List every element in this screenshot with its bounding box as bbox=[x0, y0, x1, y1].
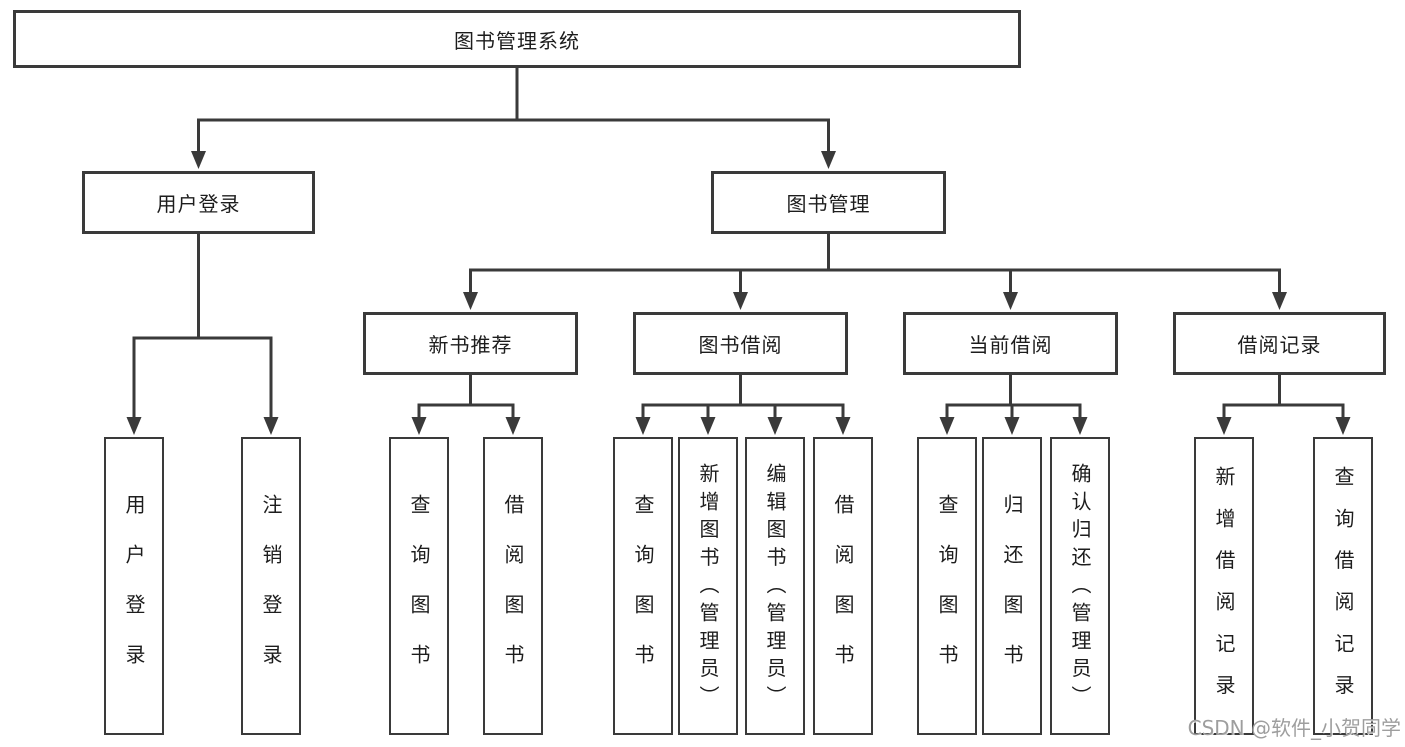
arrowhead-icon bbox=[411, 417, 427, 435]
arrowhead-icon bbox=[700, 417, 716, 435]
node-label-br-query-record: 查询借阅记录 bbox=[1331, 466, 1355, 717]
arrowhead-icon bbox=[463, 292, 478, 310]
node-label-br-add-record: 新增借阅记录 bbox=[1212, 466, 1236, 717]
node-leaf-user-login: 用户登录 bbox=[104, 437, 164, 735]
arrowhead-icon bbox=[821, 151, 836, 169]
arrowhead-icon bbox=[1004, 417, 1020, 435]
node-bb-add-book: 新增图书（管理员） bbox=[678, 437, 738, 735]
arrowhead-icon bbox=[835, 417, 851, 435]
node-label-user-login: 用户登录 bbox=[156, 192, 241, 216]
node-label-bb-edit-book: 编辑图书（管理员） bbox=[763, 462, 787, 713]
node-book-mgmt: 图书管理 bbox=[711, 171, 946, 234]
arrowhead-icon bbox=[1003, 292, 1018, 310]
arrowhead-icon bbox=[1335, 417, 1351, 435]
node-br-add-record: 新增借阅记录 bbox=[1194, 437, 1254, 735]
node-br-query-record: 查询借阅记录 bbox=[1313, 437, 1373, 735]
arrowhead-icon bbox=[733, 292, 748, 310]
node-label-leaf-logout: 注销登录 bbox=[259, 493, 283, 694]
arrowhead-icon bbox=[1272, 292, 1287, 310]
node-label-bb-add-book: 新增图书（管理员） bbox=[696, 462, 720, 713]
arrowhead-icon bbox=[263, 417, 279, 435]
node-label-rec-borrow-book: 借阅图书 bbox=[501, 493, 525, 694]
node-bb-edit-book: 编辑图书（管理员） bbox=[745, 437, 805, 735]
node-new-book-rec: 新书推荐 bbox=[363, 312, 578, 375]
node-label-rec-query-book: 查询图书 bbox=[407, 493, 431, 694]
node-cb-query-book: 查询图书 bbox=[917, 437, 977, 735]
arrowhead-icon bbox=[505, 417, 521, 435]
node-label-book-borrow: 图书借阅 bbox=[698, 333, 783, 357]
node-cb-confirm-return: 确认归还（管理员） bbox=[1050, 437, 1110, 735]
node-current-borrow: 当前借阅 bbox=[903, 312, 1118, 375]
node-rec-query-book: 查询图书 bbox=[389, 437, 449, 735]
node-bb-query-book: 查询图书 bbox=[613, 437, 673, 735]
node-leaf-logout: 注销登录 bbox=[241, 437, 301, 735]
node-label-leaf-user-login: 用户登录 bbox=[122, 493, 146, 694]
node-rec-borrow-book: 借阅图书 bbox=[483, 437, 543, 735]
node-user-login: 用户登录 bbox=[82, 171, 315, 234]
arrowhead-icon bbox=[191, 151, 206, 169]
node-label-cb-query-book: 查询图书 bbox=[935, 493, 959, 694]
arrowhead-icon bbox=[1216, 417, 1232, 435]
node-label-cb-return-book: 归还图书 bbox=[1000, 493, 1024, 694]
node-label-borrow-records: 借阅记录 bbox=[1237, 333, 1322, 357]
arrowhead-icon bbox=[126, 417, 142, 435]
arrowhead-icon bbox=[1072, 417, 1088, 435]
node-bb-borrow-book: 借阅图书 bbox=[813, 437, 873, 735]
node-borrow-records: 借阅记录 bbox=[1173, 312, 1386, 375]
node-label-book-mgmt: 图书管理 bbox=[786, 192, 871, 216]
arrowhead-icon bbox=[635, 417, 651, 435]
node-book-borrow: 图书借阅 bbox=[633, 312, 848, 375]
arrowhead-icon bbox=[767, 417, 783, 435]
node-label-cb-confirm-return: 确认归还（管理员） bbox=[1068, 462, 1092, 713]
arrowhead-icon bbox=[939, 417, 955, 435]
watermark: CSDN @软件_小贺同学 bbox=[1187, 716, 1401, 740]
node-label-bb-borrow-book: 借阅图书 bbox=[831, 493, 855, 694]
node-label-new-book-rec: 新书推荐 bbox=[428, 333, 513, 357]
node-cb-return-book: 归还图书 bbox=[982, 437, 1042, 735]
node-label-current-borrow: 当前借阅 bbox=[968, 333, 1053, 357]
node-label-root: 图书管理系统 bbox=[454, 28, 580, 53]
node-root: 图书管理系统 bbox=[13, 10, 1021, 68]
node-label-bb-query-book: 查询图书 bbox=[631, 493, 655, 694]
